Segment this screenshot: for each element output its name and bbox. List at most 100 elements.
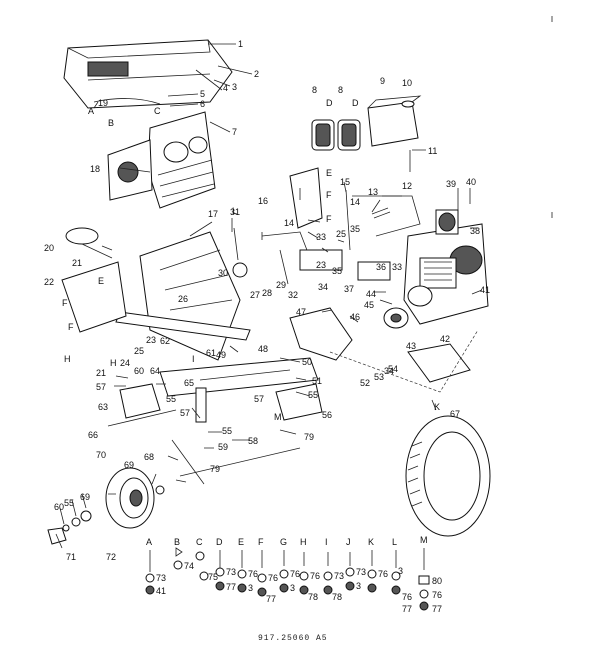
callout-23a: 23 bbox=[316, 260, 326, 270]
letter-F3: F bbox=[62, 298, 68, 308]
callout-57c: 57 bbox=[254, 394, 264, 404]
callout-51: 51 bbox=[312, 376, 322, 386]
hw-A-part1: 73 bbox=[156, 573, 166, 583]
hw-F-part2: 77 bbox=[266, 594, 276, 604]
hw-letter-D: D bbox=[216, 537, 223, 547]
hw-L-part2: 77 bbox=[402, 604, 412, 614]
callout-55d: 55 bbox=[64, 498, 74, 508]
callout-61: 61 bbox=[206, 348, 216, 358]
hood-part bbox=[63, 39, 233, 109]
hw-C-part1: 75 bbox=[208, 572, 218, 582]
callout-30: 30 bbox=[218, 268, 228, 278]
letter-H: H bbox=[64, 354, 71, 364]
letter-E2: E bbox=[98, 276, 104, 286]
steering-wheel-part bbox=[65, 227, 113, 259]
letter-D2: D bbox=[352, 98, 359, 108]
hw-E-part2: 3 bbox=[248, 583, 253, 593]
hw-I-part1: 73 bbox=[334, 571, 344, 581]
callout-55c: 55 bbox=[308, 390, 318, 400]
callout-41: 41 bbox=[480, 285, 490, 295]
callout-31: 31 bbox=[230, 207, 240, 217]
hw-H-part1: 76 bbox=[310, 571, 320, 581]
letter-F1: F bbox=[326, 190, 332, 200]
letter-E1: E bbox=[326, 168, 332, 178]
callout-63: 63 bbox=[98, 402, 108, 412]
letter-K: K bbox=[434, 402, 440, 412]
callout-4: 4 bbox=[223, 83, 228, 93]
callout-5: 5 bbox=[200, 89, 205, 99]
letter-F4: F bbox=[68, 322, 74, 332]
frame-part bbox=[115, 231, 251, 361]
callout-52: 52 bbox=[360, 378, 370, 388]
callout-7: 7 bbox=[232, 127, 237, 137]
hw-H-part2: 78 bbox=[308, 592, 318, 602]
hw-letter-K: K bbox=[368, 537, 374, 547]
callout-71: 71 bbox=[66, 552, 76, 562]
callout-55a: 55 bbox=[166, 394, 176, 404]
callout-17: 17 bbox=[208, 209, 218, 219]
hw-A-part2: 41 bbox=[156, 586, 166, 596]
callout-44: 44 bbox=[366, 289, 376, 299]
callout-58: 58 bbox=[248, 436, 258, 446]
callout-68: 68 bbox=[144, 452, 154, 462]
callout-25b: 25 bbox=[134, 346, 144, 356]
hw-L-part1: 76 bbox=[402, 592, 412, 602]
hardware-row bbox=[145, 547, 430, 611]
callout-18: 18 bbox=[90, 164, 100, 174]
callout-40: 40 bbox=[466, 177, 476, 187]
callout-22: 22 bbox=[44, 277, 54, 287]
hinge-rod-part bbox=[93, 98, 161, 105]
callout-54: 54 bbox=[388, 364, 398, 374]
callout-57a: 57 bbox=[96, 382, 106, 392]
letter-callouts: A B C D D E E F F F F H H I K M L bbox=[62, 98, 440, 422]
hw-M-part2: 76 bbox=[432, 590, 442, 600]
hw-letter-H: H bbox=[300, 537, 307, 547]
hw-K-part2: 3 bbox=[398, 566, 403, 576]
callout-62: 62 bbox=[160, 336, 170, 346]
callout-79b: 79 bbox=[210, 464, 220, 474]
callout-19: 19 bbox=[98, 98, 108, 108]
hw-B-part1: 74 bbox=[184, 561, 194, 571]
callout-33a: 33 bbox=[316, 232, 326, 242]
callout-55b: 55 bbox=[222, 426, 232, 436]
letter-I: I bbox=[192, 354, 195, 364]
callout-39: 39 bbox=[446, 179, 456, 189]
side-panel-part bbox=[61, 261, 127, 333]
hardware-labels: A 73 41 B 74 C 75 D 73 77 E 76 3 F 76 77… bbox=[146, 535, 442, 614]
callout-21b: 21 bbox=[96, 368, 106, 378]
pulley-part bbox=[383, 307, 409, 329]
engine-part bbox=[403, 209, 489, 325]
side-screen-part bbox=[107, 139, 153, 201]
callout-28: 28 bbox=[262, 288, 272, 298]
callout-23b: 23 bbox=[146, 335, 156, 345]
hw-G-part1: 76 bbox=[290, 569, 300, 579]
callout-8a: 8 bbox=[312, 85, 317, 95]
letter-L: L bbox=[232, 206, 237, 216]
linkage-rod-part bbox=[171, 439, 205, 485]
front-wheel-part bbox=[105, 467, 155, 529]
callout-42: 42 bbox=[440, 334, 450, 344]
callout-70: 70 bbox=[96, 450, 106, 460]
hw-letter-I: I bbox=[325, 537, 328, 547]
linkage-part bbox=[299, 189, 421, 281]
callout-32: 32 bbox=[288, 290, 298, 300]
letter-F2: F bbox=[326, 214, 332, 224]
callout-34b: 34 bbox=[384, 366, 394, 376]
callout-57b: 57 bbox=[180, 408, 190, 418]
callout-21a: 21 bbox=[72, 258, 82, 268]
callout-79a: 79 bbox=[304, 432, 314, 442]
hw-D-part1: 73 bbox=[226, 567, 236, 577]
letter-H2: H bbox=[110, 358, 117, 368]
headlight-part bbox=[311, 119, 361, 151]
callout-35b: 35 bbox=[332, 266, 342, 276]
callout-46: 46 bbox=[350, 312, 360, 322]
hw-letter-F: F bbox=[258, 537, 264, 547]
callout-8b: 8 bbox=[338, 85, 343, 95]
callout-33b: 33 bbox=[392, 262, 402, 272]
hw-letter-E: E bbox=[238, 537, 244, 547]
hw-D-part2: 77 bbox=[226, 582, 236, 592]
hw-I-part2: 78 bbox=[332, 592, 342, 602]
hw-J-part2: 3 bbox=[356, 581, 361, 591]
callout-50: 50 bbox=[302, 357, 312, 367]
